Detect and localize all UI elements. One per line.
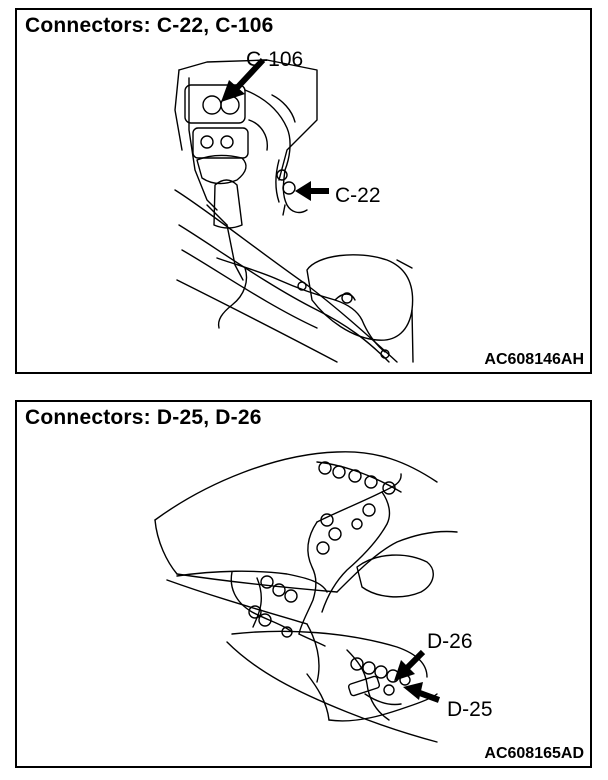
callout-d26: D-26 [427,630,473,653]
arrow-d25-icon [403,682,441,703]
callout-c22: C-22 [335,184,381,207]
figure-code: AC608165AD [484,745,584,762]
console-wiring-illustration [174,57,414,363]
callout-d25: D-25 [447,698,493,721]
arrow-c106-icon [221,57,266,102]
diagram-panel-c22-c106: Connectors: C-22, C-106 [15,8,592,374]
callout-c106: C-106 [246,48,304,71]
figure-code: AC608146AH [484,351,584,368]
diagram-panel-d25-d26: Connectors: D-25, D-26 [15,400,592,768]
panel-title: Connectors: D-25, D-26 [25,406,262,429]
arrow-c22-icon [295,181,329,201]
rear-body-wiring-illustration [154,451,458,743]
panel-title: Connectors: C-22, C-106 [25,14,274,37]
arrow-d26-icon [394,649,426,681]
